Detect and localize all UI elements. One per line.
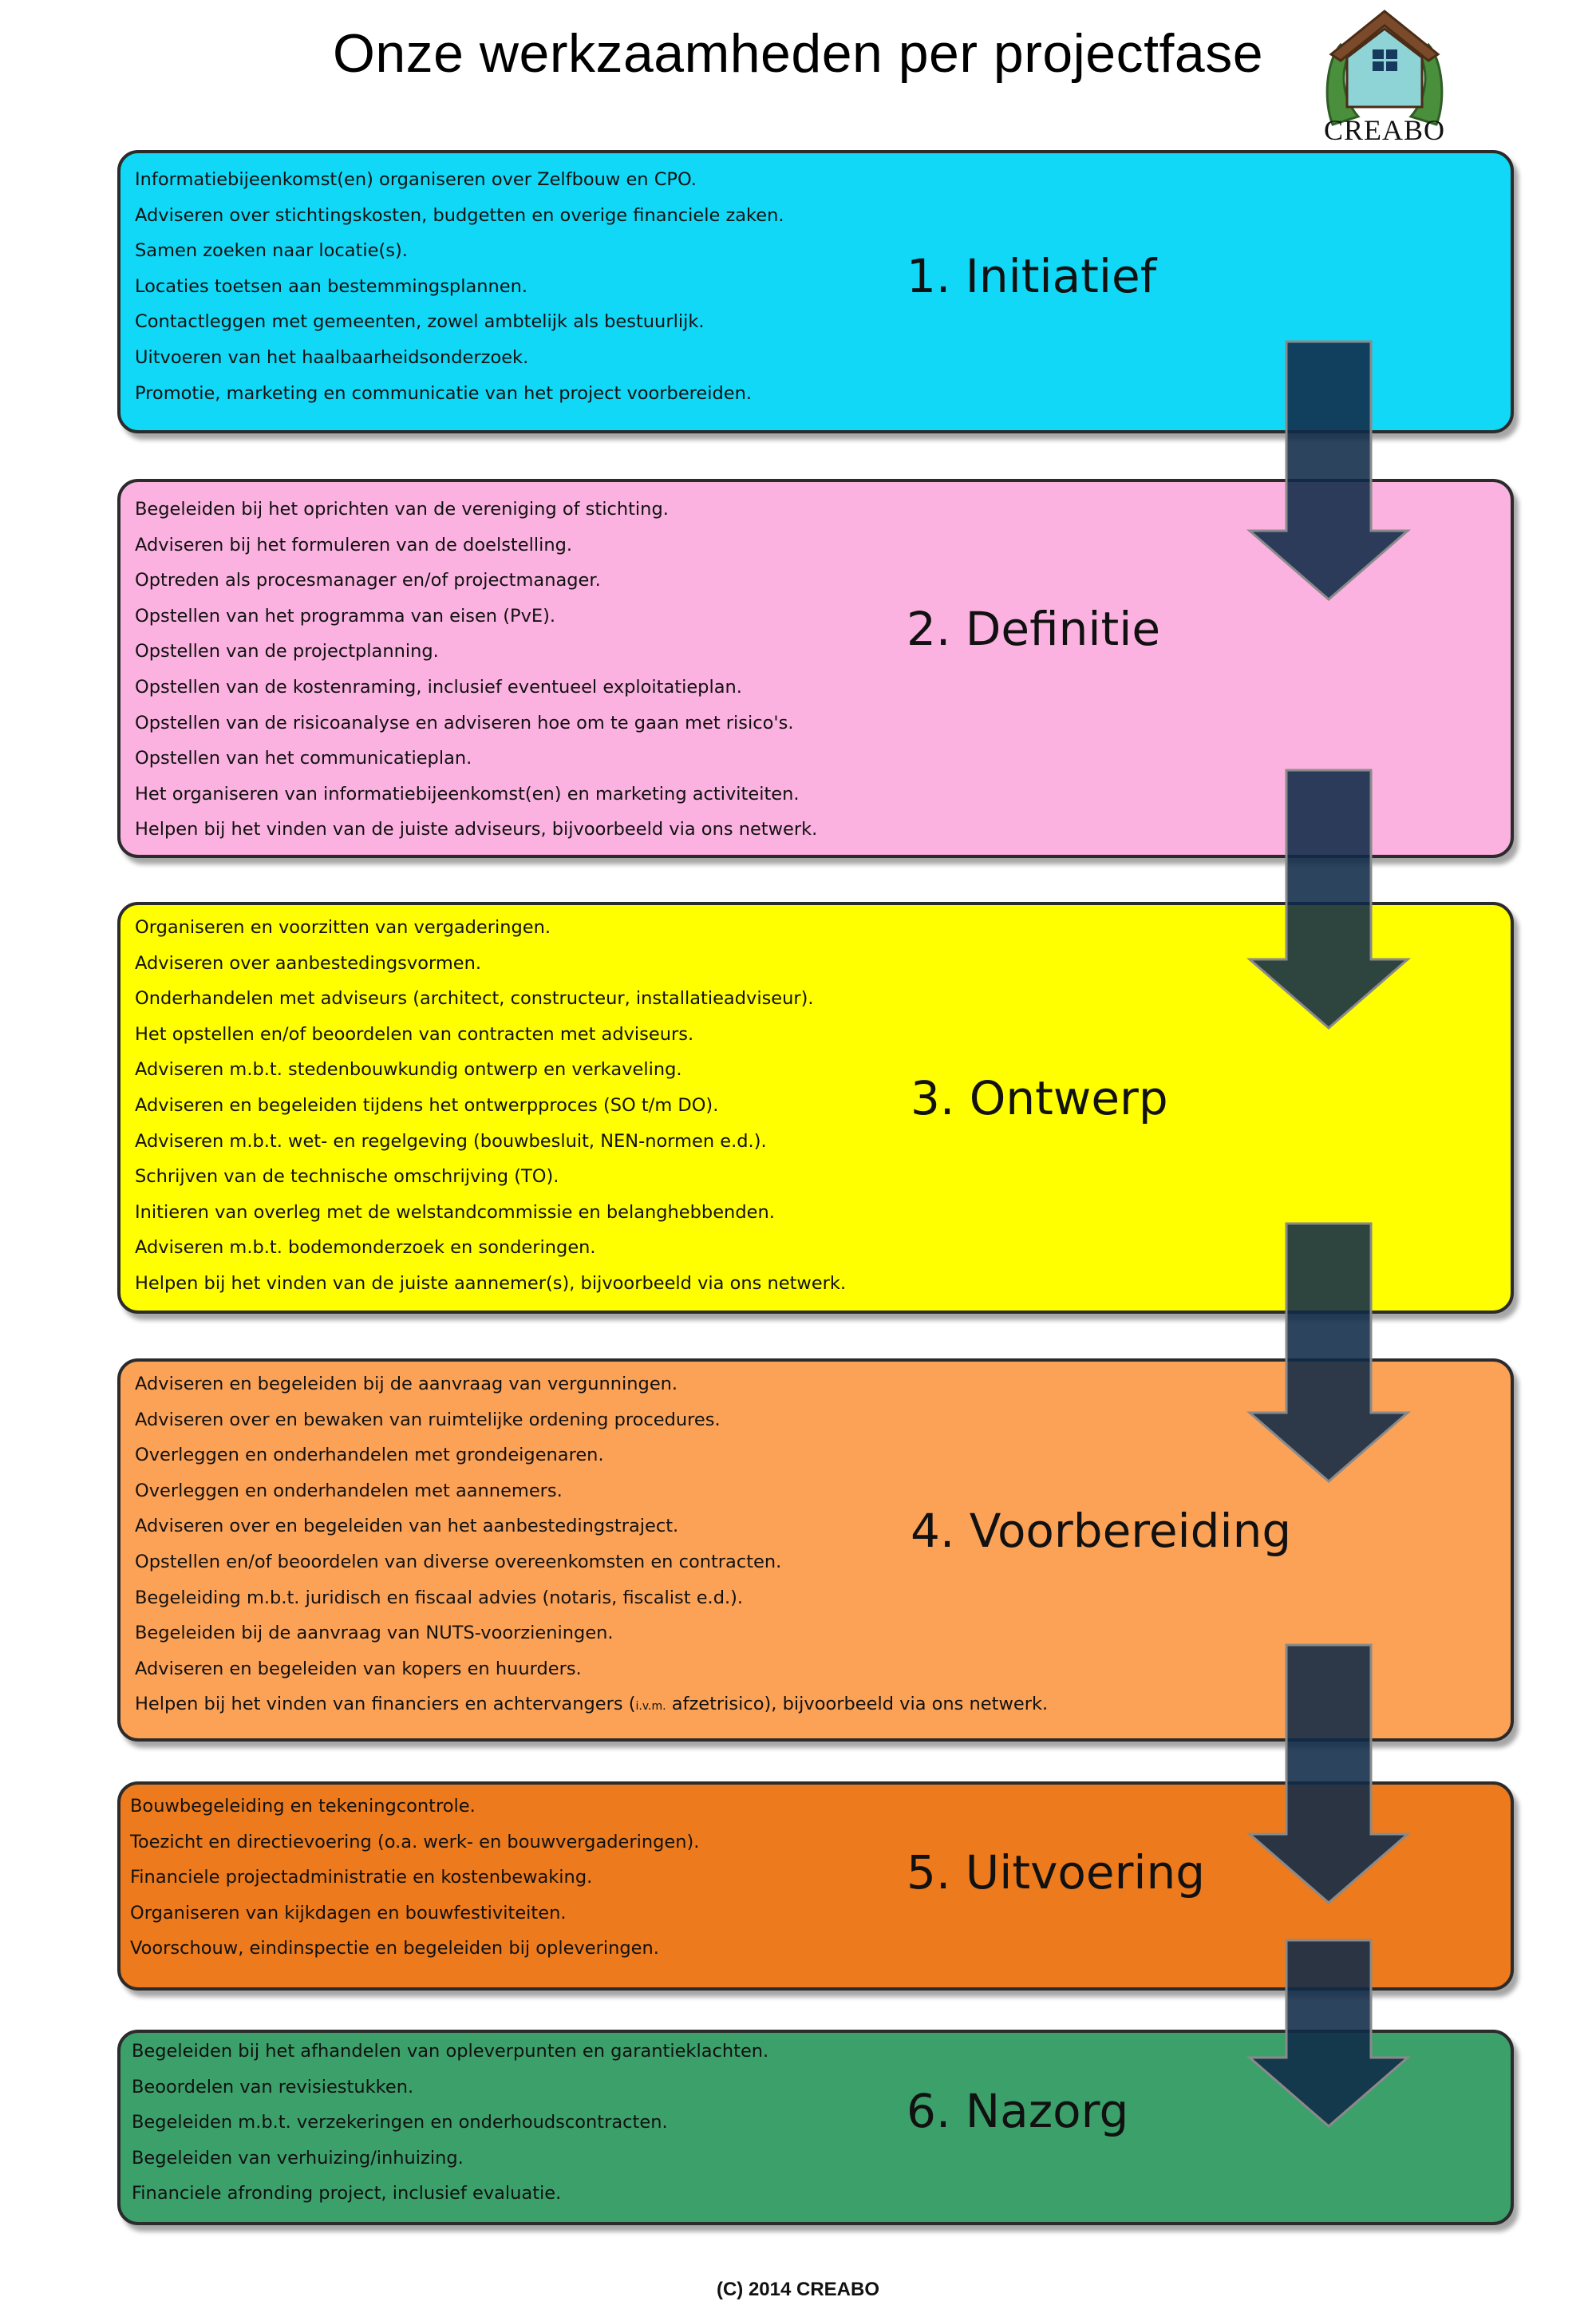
phase-title: 3. Ontwerp: [911, 1071, 1168, 1125]
list-item: Samen zoeken naar locatie(s).: [135, 240, 408, 262]
phase-items: Bouwbegeleiding en tekeningcontrole. Toe…: [130, 1789, 699, 1967]
list-item: Organiseren van kijkdagen en bouwfestivi…: [130, 1902, 567, 1923]
item-abbrev: i.v.m.: [635, 1700, 666, 1714]
list-item: Adviseren over en bewaken van ruimtelijk…: [135, 1409, 721, 1430]
list-item: Begeleiding m.b.t. juridisch en fiscaal …: [135, 1587, 744, 1608]
list-item: Begeleiden m.b.t. verzekeringen en onder…: [132, 2112, 668, 2133]
list-item: Begeleiden bij de aanvraag van NUTS-voor…: [135, 1623, 614, 1644]
copyright-footer: (C) 2014 CREABO: [716, 2279, 880, 2300]
list-item: Helpen bij het vinden van de juiste advi…: [135, 819, 818, 840]
list-item: Adviseren bij het formuleren van de doel…: [135, 534, 573, 555]
list-item: Adviseren over stichtingskosten, budgett…: [135, 204, 784, 226]
phase-definitie: Begeleiden bij het oprichten van de vere…: [117, 479, 1514, 858]
list-item: Contactleggen met gemeenten, zowel ambte…: [135, 311, 705, 333]
list-item: Adviseren en begeleiden bij de aanvraag …: [135, 1374, 678, 1394]
phase-title: 1. Initiatief: [907, 249, 1157, 303]
list-item: Helpen bij het vinden van de juiste aann…: [135, 1272, 847, 1294]
phase-ontwerp: Organiseren en voorzitten van vergaderin…: [117, 902, 1514, 1314]
list-item: Opstellen van de kostenraming, inclusief…: [135, 676, 742, 698]
list-item: Overleggen en onderhandelen met grondeig…: [135, 1445, 604, 1466]
list-item: Opstellen van de projectplanning.: [135, 641, 439, 662]
list-item: Begeleiden bij het afhandelen van opleve…: [132, 2041, 769, 2062]
list-item: Opstellen van het communicatieplan.: [135, 748, 472, 769]
list-item: Opstellen van het programma van eisen (P…: [135, 605, 556, 627]
list-item: Bouwbegeleiding en tekeningcontrole.: [130, 1796, 476, 1817]
list-item: Initieren van overleg met de welstandcom…: [135, 1201, 775, 1223]
phase-title: 4. Voorbereiding: [911, 1504, 1292, 1558]
list-item: Adviseren over en begeleiden van het aan…: [135, 1516, 679, 1537]
list-item: Opstellen van de risicoanalyse en advise…: [135, 712, 794, 733]
list-item: Adviseren over aanbestedingsvormen.: [135, 952, 482, 974]
logo-name: CREABO: [1323, 114, 1446, 146]
list-item: Begeleiden van verhuizing/inhuizing.: [132, 2147, 464, 2169]
item-text: Helpen bij het vinden van financiers en …: [135, 1694, 636, 1715]
list-item: Adviseren en begeleiden van kopers en hu…: [135, 1658, 582, 1679]
phase-uitvoering: Bouwbegeleiding en tekeningcontrole. Toe…: [117, 1781, 1514, 1991]
list-item: Schrijven van de technische omschrijving…: [135, 1166, 559, 1188]
item-text: afzetrisico), bijvoorbeeld via ons netwe…: [666, 1694, 1049, 1715]
list-item: Onderhandelen met adviseurs (architect, …: [135, 988, 814, 1010]
down-arrow-icon: [1246, 340, 1412, 601]
list-item: Uitvoeren van het haalbaarheidsonderzoek…: [135, 346, 529, 368]
list-item: Adviseren m.b.t. bodemonderzoek en sonde…: [135, 1237, 596, 1259]
list-item: Organiseren en voorzitten van vergaderin…: [135, 917, 551, 938]
list-item: Beoordelen van revisiestukken.: [132, 2076, 414, 2097]
creabo-logo: [1325, 10, 1444, 126]
list-item: Het organiseren van informatiebijeenkoms…: [135, 783, 800, 805]
list-item: Overleggen en onderhandelen met aannemer…: [135, 1480, 563, 1501]
down-arrow-icon: [1246, 769, 1412, 1030]
phase-items: Begeleiden bij het oprichten van de vere…: [135, 492, 817, 848]
list-item: Promotie, marketing en communicatie van …: [135, 382, 753, 404]
down-arrow-icon: [1246, 1222, 1412, 1483]
page-title: Onze werkzaamheden per projectfase: [332, 23, 1264, 84]
list-item: Begeleiden bij het oprichten van de vere…: [135, 499, 669, 520]
phase-items: Informatiebijeenkomst(en) organiseren ov…: [135, 162, 784, 411]
phase-items: Organiseren en voorzitten van vergaderin…: [135, 910, 846, 1302]
list-item: Adviseren m.b.t. stedenbouwkundig ontwer…: [135, 1059, 682, 1081]
list-item: Het opstellen en/of beoordelen van contr…: [135, 1023, 694, 1045]
phase-title: 2. Definitie: [907, 602, 1161, 656]
list-item: Financiele afronding project, inclusief …: [132, 2183, 562, 2204]
list-item-financiers: Helpen bij het vinden van financiers en …: [135, 1686, 1048, 1722]
list-item: Optreden als procesmanager en/of project…: [135, 570, 601, 591]
down-arrow-icon: [1246, 1939, 1412, 2128]
list-item: Financiele projectadministratie en koste…: [130, 1867, 593, 1888]
list-item: Adviseren m.b.t. wet- en regelgeving (bo…: [135, 1130, 767, 1152]
phase-initiatief: Informatiebijeenkomst(en) organiseren ov…: [117, 150, 1514, 433]
down-arrow-icon: [1246, 1643, 1412, 1904]
phase-items: Adviseren en begeleiden bij de aanvraag …: [135, 1366, 1048, 1722]
phase-title: 5. Uitvoering: [907, 1845, 1206, 1900]
list-item: Voorschouw, eindinspectie en begeleiden …: [130, 1938, 659, 1959]
phase-title: 6. Nazorg: [907, 2084, 1129, 2138]
list-item: Opstellen en/of beoordelen van diverse o…: [135, 1551, 782, 1572]
list-item: Informatiebijeenkomst(en) organiseren ov…: [135, 169, 697, 190]
phase-items: Begeleiden bij het afhandelen van opleve…: [132, 2034, 768, 2212]
list-item: Adviseren en begeleiden tijdens het ontw…: [135, 1094, 719, 1116]
list-item: Toezicht en directievoering (o.a. werk- …: [130, 1831, 700, 1852]
list-item: Locaties toetsen aan bestemmingsplannen.: [135, 275, 528, 297]
